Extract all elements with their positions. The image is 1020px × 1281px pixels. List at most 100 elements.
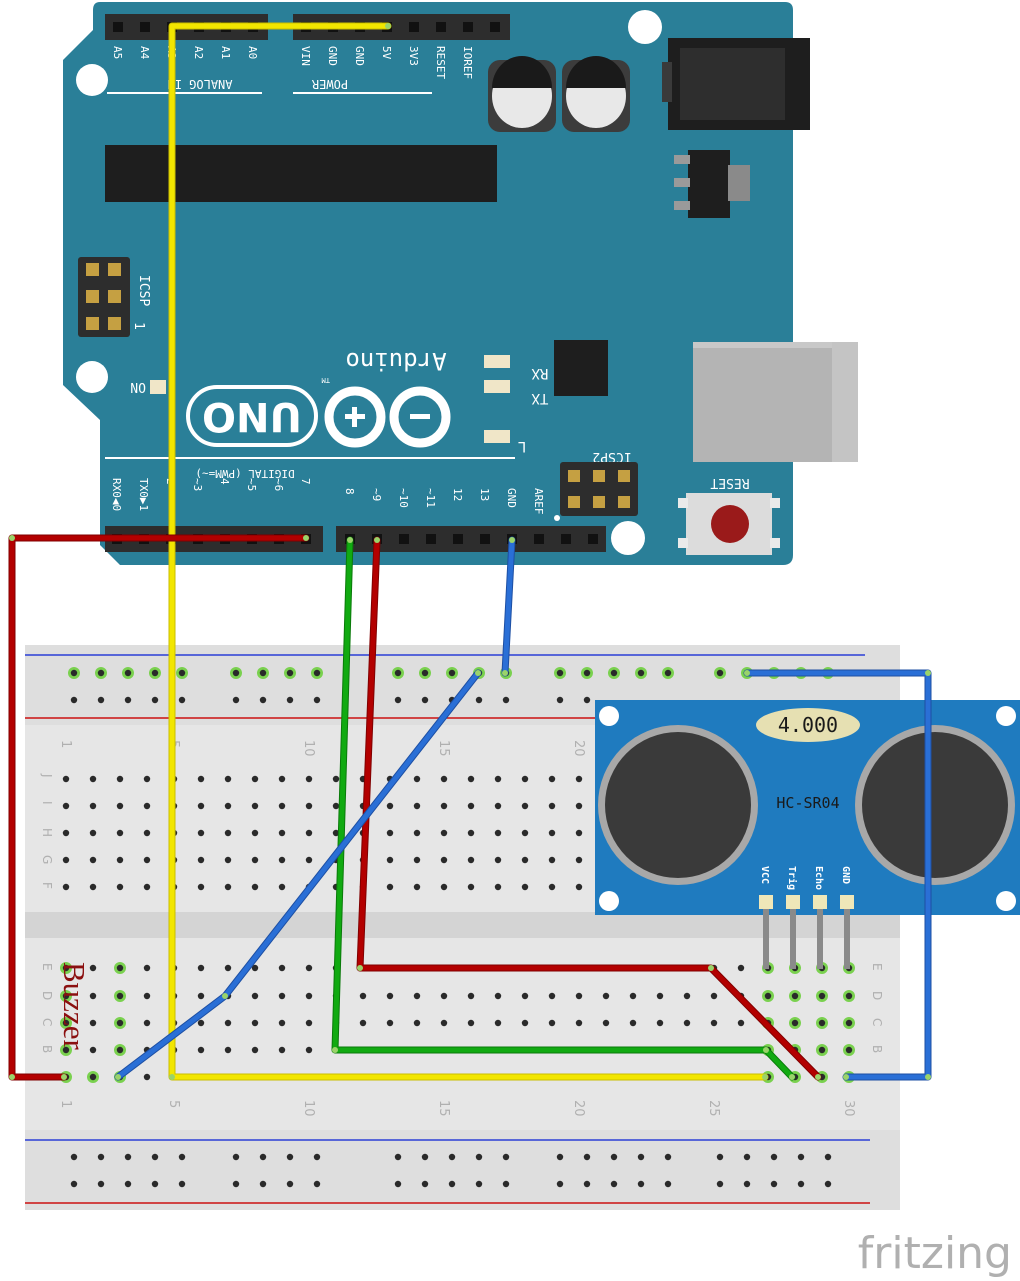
wire-endpoint (9, 1074, 15, 1080)
sensor-pin-leg (763, 909, 769, 969)
rail-hole (824, 1153, 832, 1161)
breadboard-hole (467, 802, 475, 810)
wire-endpoint (475, 670, 481, 676)
breadboard-hole (845, 992, 853, 1000)
rail-hole (97, 1180, 105, 1188)
breadboard-hole (386, 802, 394, 810)
rail-hole (583, 1153, 591, 1161)
header-pin (463, 22, 473, 32)
digital-pin-label: 4 (218, 478, 231, 485)
sensor-pin-leg (817, 909, 823, 969)
sensor-pin-pad (813, 895, 827, 909)
breadboard-hole (548, 802, 556, 810)
rail-hole (637, 1180, 645, 1188)
breadboard-hole (251, 1046, 259, 1054)
breadboard-hole (116, 883, 124, 891)
breadboard-hole (143, 883, 151, 891)
breadboard-hole (305, 964, 313, 972)
digital-pin-label: 13 (478, 488, 491, 501)
breadboard-hole (62, 964, 70, 972)
wire-endpoint (115, 1074, 121, 1080)
header-pin (490, 22, 500, 32)
on-led (150, 380, 166, 394)
header-pin (140, 22, 150, 32)
breadboard-hole (197, 802, 205, 810)
wire-endpoint (763, 1047, 769, 1053)
power-label: POWER (311, 77, 348, 91)
breadboard-hole (359, 1019, 367, 1027)
rail-hole (70, 1153, 78, 1161)
header-pin (588, 534, 598, 544)
header-pin (453, 534, 463, 544)
breadboard-hole (305, 775, 313, 783)
breadboard-hole (548, 1019, 556, 1027)
breadboard-hole (332, 802, 340, 810)
breadboard-hole (197, 992, 205, 1000)
breadboard-hole (413, 1019, 421, 1027)
digital-pin-label: ~9 (370, 488, 383, 501)
breadboard-hole (494, 1019, 502, 1027)
breadboard-hole (413, 883, 421, 891)
microcontroller-chip (105, 145, 497, 202)
rail-hole (556, 1180, 564, 1188)
rail-hole (716, 1180, 724, 1188)
sensor-pin-label: GND (840, 866, 851, 884)
rail-hole (259, 1180, 267, 1188)
breadboard-bottom-rail (25, 1130, 900, 1210)
rail-hole (70, 696, 78, 704)
rail-hole (610, 669, 618, 677)
usb-port (693, 342, 858, 462)
breadboard-hole (116, 964, 124, 972)
rail-hole (448, 1153, 456, 1161)
breadboard-hole (278, 1046, 286, 1054)
row-letter: D (40, 991, 54, 1000)
breadboard-hole (467, 829, 475, 837)
rail-hole (286, 669, 294, 677)
row-letter: H (40, 828, 54, 837)
rail-hole (232, 669, 240, 677)
breadboard-hole (116, 992, 124, 1000)
rail-hole (232, 1153, 240, 1161)
rail-hole (232, 1180, 240, 1188)
rail-hole (448, 1180, 456, 1188)
breadboard-hole (332, 829, 340, 837)
rail-hole (556, 696, 564, 704)
rail-hole (259, 696, 267, 704)
wire-endpoint (815, 1074, 821, 1080)
breadboard-hole (386, 856, 394, 864)
breadboard-hole (224, 829, 232, 837)
analog-pin-label: A4 (138, 46, 151, 60)
rail-hole (475, 1153, 483, 1161)
wire-endpoint (303, 535, 309, 541)
power-pin-label: IOREF (461, 46, 474, 79)
rx-led (484, 355, 510, 368)
voltage-regulator (674, 150, 750, 218)
wire-endpoint (502, 670, 508, 676)
power-pin-label: RESET (434, 46, 447, 79)
breadboard-hole (575, 802, 583, 810)
breadboard-hole (440, 1019, 448, 1027)
breadboard-hole (197, 829, 205, 837)
breadboard-hole (143, 856, 151, 864)
breadboard-hole (143, 964, 151, 972)
breadboard-hole (143, 775, 151, 783)
digital-pin-label: GND (505, 488, 518, 508)
rail-hole (124, 669, 132, 677)
power-pin-label: 3V3 (407, 46, 420, 66)
sensor-mount-hole (996, 891, 1016, 911)
wire-endpoint (222, 993, 228, 999)
breadboard-hole (710, 992, 718, 1000)
analog-pin-label: A1 (219, 46, 232, 59)
breadboard-hole (62, 1019, 70, 1027)
breadboard-hole (818, 992, 826, 1000)
column-number: 20 (571, 1100, 586, 1117)
breadboard-hole (89, 1046, 97, 1054)
digital-pin-label: RX0◀0 (110, 478, 123, 511)
reset-button[interactable] (678, 493, 780, 555)
digital-pin-label: ~5 (245, 478, 258, 491)
breadboard-hole (278, 802, 286, 810)
breadboard-hole (116, 829, 124, 837)
fritzing-watermark: fritzing (858, 1228, 1012, 1279)
rail-hole (664, 1153, 672, 1161)
